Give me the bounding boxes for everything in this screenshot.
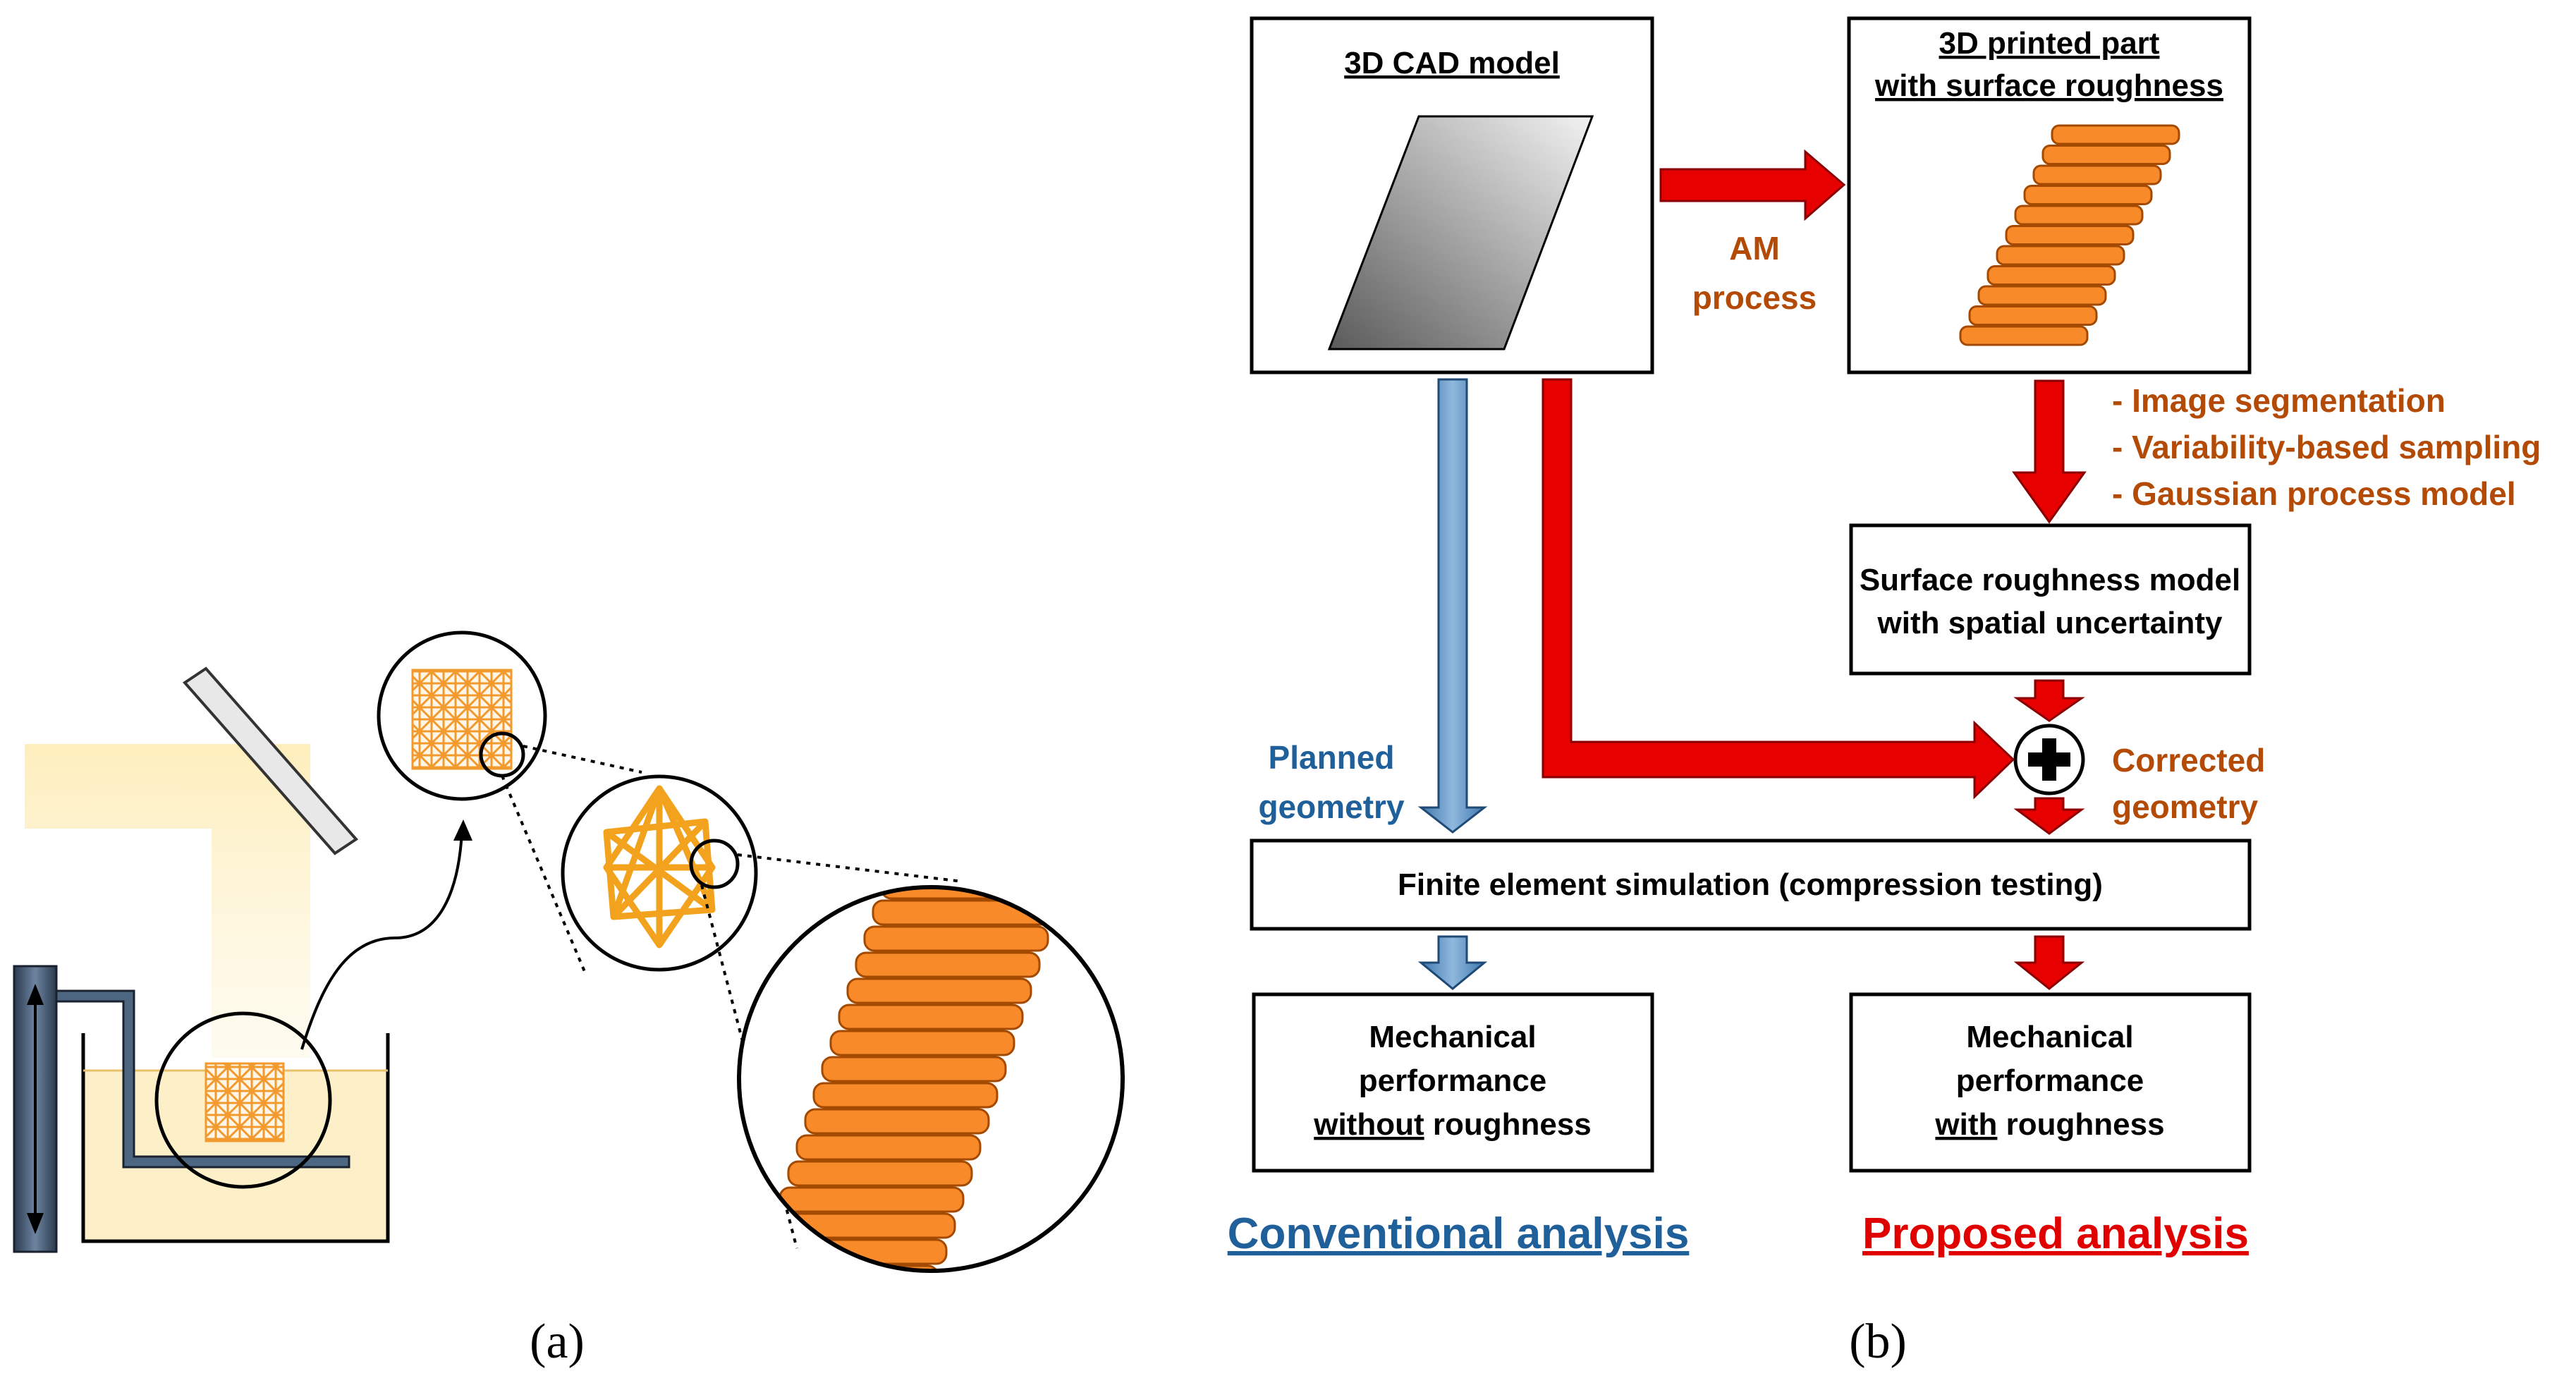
platform-arm [55,989,350,1169]
strut-layer [855,951,1041,978]
laser-beam [25,744,310,1058]
part-zoom-circle [154,1011,332,1189]
strut-layer [821,1056,1007,1083]
planned-geometry-arrow [1417,378,1488,834]
unit-cell-detail-ring [689,839,740,889]
strut-layer [863,925,1049,952]
fea-to-without-arrow [1417,935,1488,990]
strut-layer [838,1004,1024,1030]
lattice-block [411,669,513,770]
printed-layer [2014,205,2144,226]
am-process-label-1: AM [1729,230,1780,267]
strut-layer [812,1082,999,1109]
strut-layer [846,977,1032,1004]
arrow-head-down [27,1213,44,1234]
planned-geometry-label-1: Planned [1269,739,1395,776]
rough-strut [753,887,1066,1271]
printed-layer [1996,245,2125,266]
step-variability-sampling: - Variability-based sampling [2112,429,2541,465]
cad-model-title: 3D CAD model [1344,46,1560,80]
fea-title: Finite element simulation (compression t… [1398,867,2103,902]
mirror [182,666,359,855]
strut-layer [795,1134,982,1161]
model-to-plus-arrow [2013,679,2085,722]
strut-zoom-ring [737,885,1125,1273]
printed-layer [1986,265,2116,286]
dotted-line [501,775,587,974]
step-image-segmentation: - Image segmentation [2112,382,2446,419]
printed-lattice-part [205,1062,285,1142]
mp-without-box [1252,992,1654,1173]
srm-title-2: with spatial uncertainty [1877,606,2223,640]
resin-vat [81,1033,390,1243]
strut-layer [804,1108,990,1135]
strut-layer [787,1160,973,1187]
panel-a-label: (a) [530,1315,585,1369]
arrow-head-up [27,984,44,1005]
printed-part-title-1: 3D printed part [1939,26,2160,61]
printed-layer [1968,305,2098,326]
strut-layer [829,1030,1015,1056]
mp-with-box [1849,992,2252,1173]
strut-layer [779,1186,965,1213]
mp-with-line-1: Mechanical [1966,1020,2133,1054]
dotted-line [737,853,963,883]
printed-layer [2041,145,2171,165]
proposed-analysis-label: Proposed analysis [1862,1209,2249,1258]
unit-cell-strut [603,785,716,949]
corrected-geometry-label-2: geometry [2112,788,2258,825]
mp-with-line-2: performance [1956,1063,2144,1098]
cad-to-plus-arrow [1542,378,2015,800]
mp-without-line-1: Mechanical [1369,1020,1536,1054]
am-process-arrow [1659,149,1846,221]
curve-arrow-head [453,819,472,841]
printed-layer [2023,185,2153,205]
planned-geometry-label-2: geometry [1258,788,1404,825]
panel-a-illustration [13,630,1125,1273]
panel-b-label: (b) [1849,1315,1907,1369]
mp-without-line-2: performance [1359,1063,1547,1098]
corrected-geometry-label-1: Corrected [2112,742,2265,779]
mp-with-line-3: with roughness [1934,1107,2164,1142]
printed-to-model-arrow [2012,379,2087,524]
zoom-curve-arrow [300,831,463,1050]
srm-title-1: Surface roughness model [1860,563,2240,597]
dotted-line [523,745,642,774]
fea-to-with-arrow [2013,935,2085,990]
printed-layer [1977,285,2107,306]
surface-roughness-model-box [1849,523,2252,676]
step-gaussian-process: - Gaussian process model [2112,475,2516,512]
mp-without-line-3: without roughness [1313,1107,1592,1142]
cad-parallelogram [1327,115,1594,350]
fea-box [1250,839,2252,931]
am-process-label-2: process [1692,279,1817,316]
conventional-analysis-label: Conventional analysis [1228,1209,1690,1258]
printed-layer [2051,124,2180,145]
plus-to-fea-arrow [2013,797,2085,835]
printed-layer [1959,325,2089,346]
printed-layer [2032,164,2162,185]
printed-layer-stack [1959,124,2180,346]
printed-part-title-2: with surface roughness [1874,68,2223,103]
printed-layer [2005,225,2135,245]
strut-layer [762,1238,948,1265]
plus-icon [2028,738,2070,781]
